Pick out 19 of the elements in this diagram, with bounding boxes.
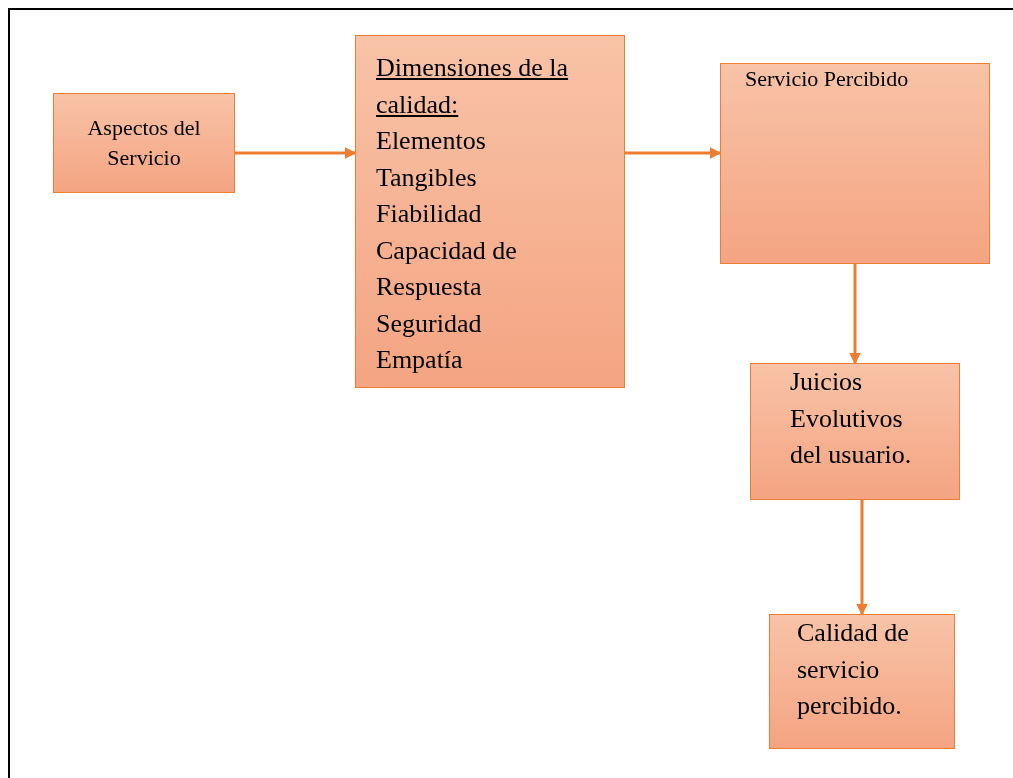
list-item: Capacidad de Respuesta xyxy=(376,234,518,303)
list-item: Empatía xyxy=(376,344,464,376)
box-label: Aspectos del Servicio xyxy=(86,114,202,172)
process-box xyxy=(355,35,625,388)
box-heading: Dimensiones de la calidad: xyxy=(376,52,570,121)
box-label: Servicio Percibido xyxy=(745,65,910,93)
process-box xyxy=(720,63,990,264)
arrow xyxy=(856,500,868,616)
arrow xyxy=(625,147,722,159)
process-box xyxy=(53,93,235,193)
list-item: Fiabilidad xyxy=(376,198,483,230)
box-label: Juicios Evolutivos del usuario. xyxy=(790,366,913,471)
box-label: Calidad de servicio percibido. xyxy=(797,617,910,722)
list-item: Elementos Tangibles xyxy=(376,125,487,194)
list-item: Seguridad xyxy=(376,307,483,340)
process-box xyxy=(769,614,955,749)
arrow xyxy=(849,264,861,365)
arrow xyxy=(235,147,357,159)
process-box xyxy=(750,363,960,500)
